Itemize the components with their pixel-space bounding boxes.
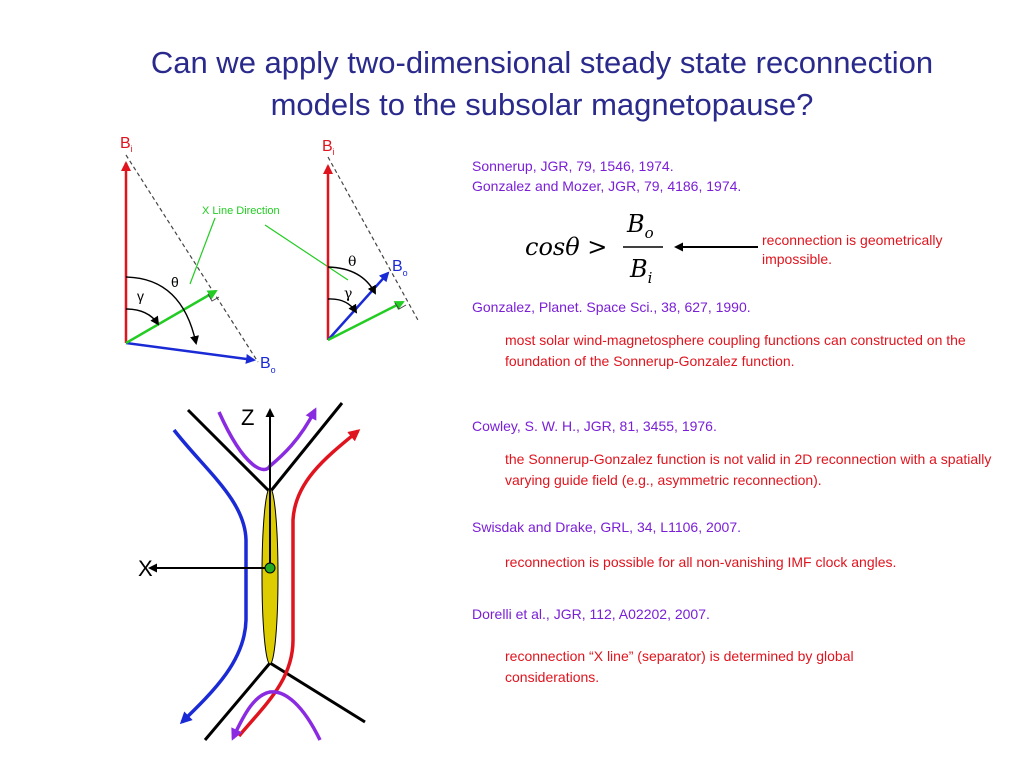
note-guide-field: the Sonnerup-Gonzalez function is not va… (505, 451, 992, 488)
xline-direction-label: X Line Direction (202, 205, 280, 217)
theta-label-left: θ (171, 274, 179, 290)
bo-label-right: Bo (392, 258, 408, 278)
bi-label-left: Bi (120, 135, 133, 154)
reference-dorelli: Dorelli et al., JGR, 112, A02202, 2007. (472, 606, 710, 622)
field-line-diagram: Z X (138, 402, 366, 741)
separatrix-lower-left (203, 662, 272, 741)
bo-label-left: Bo (260, 355, 276, 375)
theta-label-right: θ (348, 254, 356, 270)
reference-sonnerup: Sonnerup, JGR, 79, 1546, 1974. (472, 158, 674, 174)
field-line-red (237, 429, 361, 738)
theta-arc-right (327, 266, 376, 295)
separatrix-upper-right (268, 402, 344, 493)
reference-gonzalez-mozer: Gonzalez and Mozer, JGR, 79, 4186, 1974. (472, 178, 742, 194)
field-line-blue (172, 428, 248, 725)
x-axis-label: X (138, 556, 153, 581)
bo-vector-right (327, 271, 390, 341)
reference-cowley: Cowley, S. W. H., JGR, 81, 3455, 1976. (472, 418, 717, 434)
equation-denominator: Bi (629, 255, 653, 287)
bi-label-right: Bi (322, 138, 335, 157)
note-x-line: reconnection “X line” (separator) is det… (505, 648, 854, 685)
dashed-connector-left (125, 154, 259, 363)
xline-vector-right (327, 300, 405, 342)
title-line-1: Can we apply two-dimensional steady stat… (150, 45, 934, 80)
vector-diagram-left: θ γ Bi Bo X Line Direction (120, 135, 349, 375)
equation-lhs: cosθ > (525, 233, 607, 261)
right-angle-right (394, 302, 407, 310)
reference-gonzalez-1990: Gonzalez, Planet. Space Sci., 38, 627, 1… (472, 299, 751, 315)
z-axis-label: Z (241, 405, 254, 430)
title-line-2: models to the subsolar magnetopause? (270, 87, 814, 122)
xline-pointer-left (189, 217, 216, 285)
xline-pointer-right (264, 224, 349, 281)
x-line-point (264, 562, 276, 574)
purple-loop-top (217, 407, 317, 472)
equation-numerator: Bo (626, 210, 654, 242)
separatrix-upper-left (186, 408, 272, 494)
xline-vector-left (125, 289, 218, 345)
gamma-label-left: γ (137, 288, 144, 304)
bo-vector-left (125, 341, 256, 364)
separatrix-lower-right (269, 661, 366, 724)
equation: cosθ > Bo Bi (525, 210, 758, 287)
right-angle-left (207, 293, 220, 302)
purple-loop-bottom (231, 690, 322, 741)
dashed-connector-right (327, 156, 420, 323)
gamma-arc-left (125, 308, 160, 326)
note-coupling-functions: most solar wind-magnetosphere coupling f… (505, 332, 966, 369)
equation-note: reconnection is geometrically impossible… (762, 232, 943, 267)
theta-arc-left (125, 276, 199, 345)
slide-title: Can we apply two-dimensional steady stat… (70, 42, 1014, 126)
reference-swisdak-drake: Swisdak and Drake, GRL, 34, L1106, 2007. (472, 519, 742, 535)
gamma-label-right: γ (344, 286, 352, 302)
gamma-arc-right (327, 298, 358, 314)
note-clock-angles: reconnection is possible for all non-van… (505, 554, 897, 570)
vector-diagram-right: θ γ Bi Bo (322, 138, 420, 342)
